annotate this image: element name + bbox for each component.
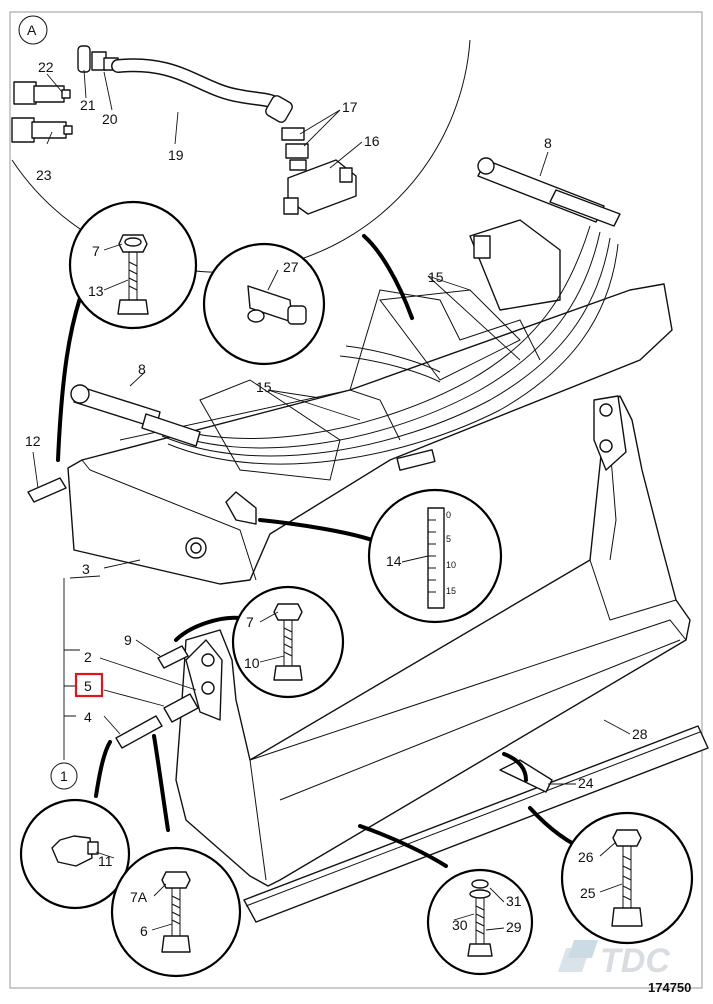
label-12: 12 [25, 433, 41, 449]
label-15-lower: 15 [256, 379, 272, 395]
label-1: 1 [60, 768, 68, 784]
figure-number: 174750 [648, 980, 691, 995]
label-26: 26 [578, 849, 594, 865]
label-9: 9 [124, 632, 132, 648]
leader-lines [32, 69, 631, 931]
label-7-top: 7 [92, 243, 100, 259]
label-3: 3 [82, 561, 90, 577]
seal-21 [77, 45, 91, 73]
coupling-22 [13, 81, 71, 105]
view-marker-label: A [27, 22, 37, 38]
label-7A: 7A [130, 889, 148, 905]
label-20: 20 [102, 111, 118, 127]
label-7-mid: 7 [246, 614, 254, 630]
pins [27, 477, 199, 749]
detail-bolt-7a-6 [110, 846, 242, 978]
label-8-upper: 8 [544, 135, 552, 151]
label-21: 21 [80, 97, 96, 113]
label-11: 11 [98, 853, 113, 869]
label-6: 6 [140, 923, 148, 939]
detail-grease-nipple-11 [19, 798, 131, 910]
label-31: 31 [506, 893, 522, 909]
label-8-lower: 8 [138, 361, 146, 377]
label-16: 16 [364, 133, 380, 149]
scale-tick-5: 5 [446, 534, 451, 544]
highlight-box [74, 672, 104, 698]
label-17: 17 [342, 99, 358, 115]
label-25: 25 [580, 885, 596, 901]
label-30: 30 [452, 917, 468, 933]
label-2: 2 [84, 649, 92, 665]
label-24: 24 [578, 775, 594, 791]
detail-fitting-27 [202, 242, 326, 366]
detail-view-a [11, 39, 471, 273]
label-4: 4 [84, 709, 92, 725]
label-29: 29 [506, 919, 522, 935]
label-28: 28 [632, 726, 648, 742]
pin-12 [27, 477, 67, 503]
detail-bolt-7-10 [231, 585, 345, 699]
label-5-highlighted: 5 [84, 678, 92, 694]
label-23: 23 [36, 167, 52, 183]
pin-9 [157, 645, 189, 669]
detail-scale-14: 0 5 10 15 [367, 488, 503, 624]
label-27: 27 [283, 259, 299, 275]
label-22: 22 [38, 59, 54, 75]
detail-bolt-25-26 [560, 811, 694, 945]
watermark-text: TDC [600, 942, 670, 980]
coupling-23 [11, 117, 73, 143]
cylinder-8-right [477, 157, 621, 227]
scale-tick-15: 15 [446, 586, 456, 596]
watermark-logo: TDC [558, 940, 670, 980]
pin-4 [115, 715, 163, 749]
detail-bolt-29-30-31 [426, 868, 534, 976]
label-13: 13 [88, 283, 104, 299]
detail-bolt-7-13 [68, 200, 198, 330]
label-14: 14 [386, 553, 402, 569]
label-15-upper: 15 [428, 269, 444, 285]
label-10: 10 [244, 655, 260, 671]
scale-tick-0: 0 [446, 510, 451, 520]
bucket [175, 395, 709, 923]
bush-5 [163, 693, 199, 723]
label-19: 19 [168, 147, 184, 163]
part-labels: A 22 21 20 19 17 16 23 8 7 13 27 15 15 8… [18, 15, 648, 939]
loader-frame [67, 219, 673, 585]
item-1-circle [50, 762, 78, 790]
scale-tick-10: 10 [446, 560, 456, 570]
view-marker-circle [18, 15, 48, 45]
